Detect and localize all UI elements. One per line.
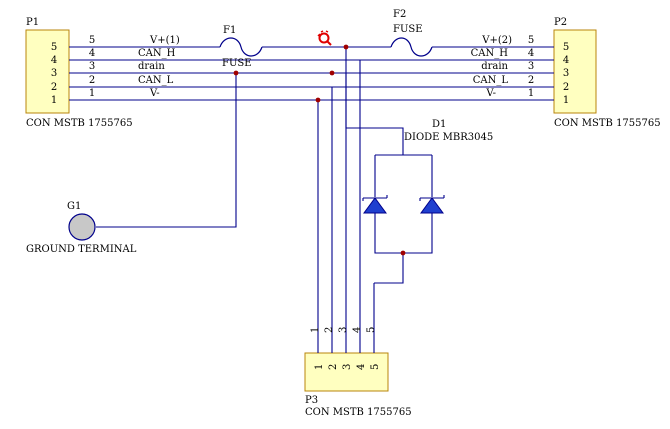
p2-pin-num-3: 3 bbox=[528, 61, 534, 72]
p1-connector-body[interactable] bbox=[25, 29, 70, 114]
p3-pin-1: 1 bbox=[314, 364, 325, 370]
f1-ref: F1 bbox=[223, 25, 236, 36]
p2-net-vminus: V- bbox=[485, 88, 496, 99]
p3-pin-num-1: 1 bbox=[310, 327, 321, 333]
p3-pin-num-3: 3 bbox=[338, 327, 349, 333]
p2-net-can-h: CAN_H bbox=[471, 48, 509, 59]
p2-part: CON MSTB 1755765 bbox=[554, 118, 661, 129]
p2-pin-num-5: 5 bbox=[528, 35, 534, 46]
junction-dot bbox=[343, 44, 349, 50]
p2-pin-4: 4 bbox=[563, 55, 569, 66]
p1-pin-2: 2 bbox=[51, 82, 57, 93]
p1-part: CON MSTB 1755765 bbox=[26, 118, 133, 129]
p1-pin-num-5: 5 bbox=[89, 35, 95, 46]
p2-net-vplus: V+(2) bbox=[481, 35, 512, 46]
probe-icon bbox=[317, 30, 332, 46]
p1-pin-3: 3 bbox=[51, 68, 57, 79]
g1-label: GROUND TERMINAL bbox=[26, 244, 137, 255]
diode-right[interactable] bbox=[419, 195, 445, 214]
junction-dot bbox=[233, 70, 239, 76]
p2-pin-num-2: 2 bbox=[528, 75, 534, 86]
f1-value: FUSE bbox=[222, 58, 252, 69]
ground-terminal-symbol[interactable] bbox=[68, 213, 96, 241]
p2-pin-2: 2 bbox=[563, 82, 569, 93]
p3-pin-3: 3 bbox=[342, 364, 353, 370]
fuse-f2-symbol[interactable] bbox=[390, 37, 433, 57]
junction-dot bbox=[329, 70, 335, 76]
fuse-f1-symbol[interactable] bbox=[219, 37, 263, 57]
p1-net-vplus: V+(1) bbox=[149, 35, 180, 46]
p1-pin-num-3: 3 bbox=[89, 61, 95, 72]
p2-connector-body[interactable] bbox=[553, 29, 597, 114]
p2-net-can-l: CAN_L bbox=[473, 75, 509, 86]
f2-ref: F2 bbox=[393, 9, 406, 20]
p2-pin-1: 1 bbox=[563, 95, 569, 106]
p3-part: CON MSTB 1755765 bbox=[305, 407, 412, 418]
d1-ref: D1 bbox=[432, 119, 446, 130]
p3-pin-num-2: 2 bbox=[324, 327, 335, 333]
junction-dot bbox=[400, 250, 406, 256]
p3-pin-num-4: 4 bbox=[352, 327, 363, 333]
g1-ref: G1 bbox=[67, 201, 81, 212]
p1-pin-1: 1 bbox=[51, 95, 57, 106]
p1-net-drain: drain bbox=[138, 61, 165, 72]
wire-vplus-to-diodes bbox=[345, 47, 404, 155]
wire-diode-bottom bbox=[374, 213, 433, 254]
p3-pin-5: 5 bbox=[370, 364, 381, 370]
f2-value: FUSE bbox=[393, 24, 423, 35]
p1-pin-4: 4 bbox=[51, 55, 57, 66]
p1-net-can-l: CAN_L bbox=[138, 75, 174, 86]
p1-pin-num-1: 1 bbox=[89, 88, 95, 99]
p1-net-vminus: V- bbox=[149, 88, 160, 99]
p1-pin-5: 5 bbox=[51, 42, 57, 53]
p2-ref: P2 bbox=[554, 17, 567, 28]
p1-pin-num-4: 4 bbox=[89, 48, 95, 59]
p2-net-drain: drain bbox=[481, 61, 508, 72]
p1-pin-num-2: 2 bbox=[89, 75, 95, 86]
diode-left[interactable] bbox=[362, 195, 388, 214]
p3-connector-body[interactable] bbox=[304, 352, 389, 392]
p3-pin-num-5: 5 bbox=[366, 327, 377, 333]
wire-drain-to-ground bbox=[96, 73, 237, 228]
p2-pin-5: 5 bbox=[563, 42, 569, 53]
p2-pin-3: 3 bbox=[563, 68, 569, 79]
p1-net-can-h: CAN_H bbox=[138, 48, 176, 59]
p1-ref: P1 bbox=[26, 17, 39, 28]
p3-pin-2: 2 bbox=[328, 364, 339, 370]
junction-dot bbox=[315, 97, 321, 103]
p2-pin-num-4: 4 bbox=[528, 48, 534, 59]
p3-ref: P3 bbox=[305, 395, 318, 406]
p2-pin-num-1: 1 bbox=[528, 88, 534, 99]
p3-pin-4: 4 bbox=[356, 364, 367, 370]
wire-p3-pin5 bbox=[374, 253, 404, 284]
d1-part: DIODE MBR3045 bbox=[404, 132, 493, 143]
